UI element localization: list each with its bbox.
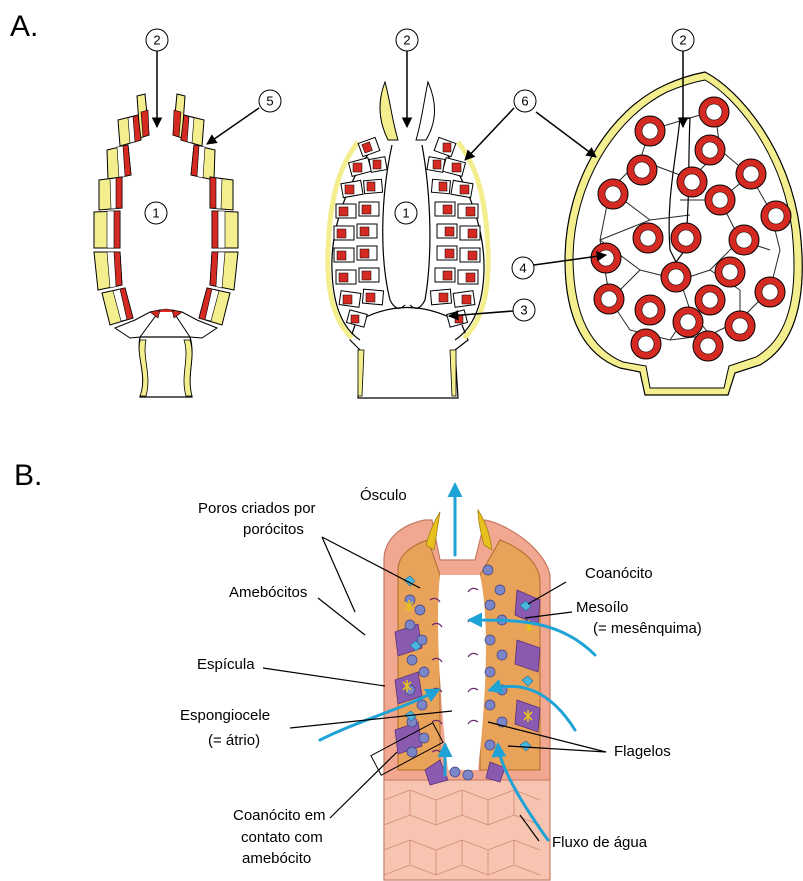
label-coanocito-amebocito-3: amebócito [242,850,311,867]
syconoid-body [328,82,488,398]
callout-2-leucon: 2 [679,33,686,48]
label-osculo: Ósculo [360,487,407,504]
label-atrio: (= átrio) [208,732,260,749]
label-mesenquima: (= mesênquima) [593,620,702,637]
callout-2-sycon: 2 [403,33,410,48]
callout-3: 3 [520,303,527,318]
label-amebocitos: Amebócitos [229,584,307,601]
callout-6: 6 [521,94,528,109]
label-flagelos: Flagelos [614,743,671,760]
callout-1-ascon: 1 [152,206,159,221]
section-a-heading: A. [10,10,38,43]
label-espicula: Espícula [197,656,255,673]
label-fluxo-de-agua: Fluxo de água [552,834,648,851]
section-b-heading: B. [14,459,42,492]
callout-4: 4 [519,261,526,276]
label-mesoilo: Mesoílo [576,599,629,616]
label-coanocito-amebocito-1: Coanócito em [233,807,326,824]
callout-1-sycon: 1 [402,206,409,221]
label-poros-line1: Poros criados por [198,500,316,517]
label-espongiocele: Espongiocele [180,707,270,724]
label-poros-line2: porócitos [243,521,304,538]
callout-2-ascon: 2 [153,33,160,48]
label-coanocito: Coanócito [585,565,653,582]
callout-5: 5 [266,94,273,109]
label-coanocito-amebocito-2: contato com [241,829,323,846]
asconoid-body [94,94,238,397]
